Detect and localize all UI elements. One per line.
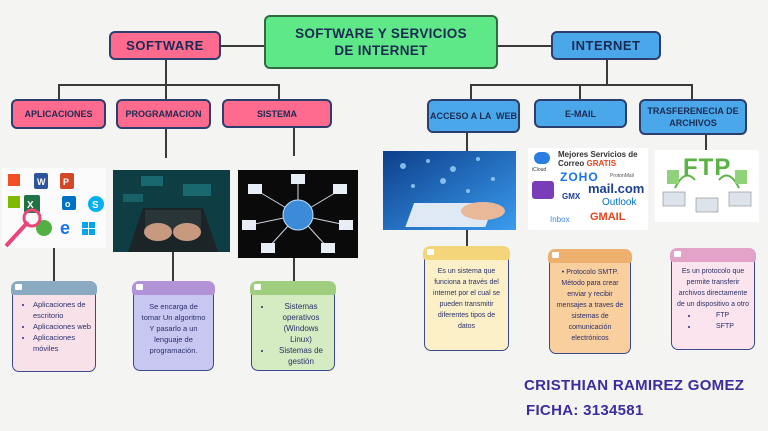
ftp-image: FTP: [655, 150, 759, 222]
svg-text:o: o: [65, 199, 71, 209]
card-transferencia: Es un protocolo que permite transferir a…: [670, 248, 756, 350]
mailcom-logo: mail.com: [588, 181, 645, 196]
connector-ftp: [691, 84, 693, 99]
protonmail-logo: ProtonMail: [610, 173, 634, 179]
outlook-logo: Outlook: [602, 197, 637, 208]
card-tab: [548, 249, 632, 263]
ftp-card-text: Es un protocolo que permite transferir a…: [677, 268, 749, 308]
connector-programacion: [165, 84, 167, 99]
gmx-logo: GMX: [562, 192, 581, 201]
connector-web-card2: [466, 230, 468, 247]
card-sistema: Sistemas operativos (Windows Linux) Sist…: [250, 281, 336, 371]
title-line-1: SOFTWARE Y SERVICIOS: [295, 26, 467, 41]
card-email: • Protocolo SMTP. Método para crear envi…: [548, 249, 632, 354]
list-item: Sistemas operativos (Windows Linux): [272, 301, 330, 345]
connector-web-card: [466, 133, 468, 151]
icloud-label: iCloud: [532, 167, 547, 173]
connector-software-down: [165, 60, 167, 84]
connector-internet-bar: [470, 84, 692, 86]
card-acceso-web: Es un sistema que funciona a través del …: [423, 246, 510, 351]
list-item: SFTP: [698, 321, 750, 332]
email-heading-accent: GRATIS: [586, 159, 617, 168]
category-aplicaciones: APLICACIONES: [11, 99, 106, 129]
web-access-image: [383, 151, 516, 230]
connector-web: [470, 84, 472, 99]
software-node: SOFTWARE: [109, 31, 221, 60]
title-line-2: DE INTERNET: [334, 43, 428, 58]
gmail-logo: GMAIL: [590, 211, 626, 223]
category-programacion: PROGRAMACION: [116, 99, 211, 129]
connector-email: [579, 84, 581, 99]
card-aplicaciones: Aplicaciones de escritorio Aplicaciones …: [11, 281, 97, 372]
category-sistema: SISTEMA: [222, 99, 332, 128]
office-apps-image: W P X o S e: [2, 168, 106, 248]
ftp-text: FTP: [683, 154, 732, 181]
svg-text:S: S: [92, 200, 99, 211]
list-item: Sistemas de gestión: [272, 345, 330, 367]
email-heading-text: Mejores Servicios de Correo: [558, 150, 638, 168]
diagram-title: SOFTWARE Y SERVICIOS DE INTERNET: [264, 15, 498, 69]
icloud-icon: [534, 152, 550, 164]
connector-ftp-card: [705, 135, 707, 150]
card-tab: [132, 281, 215, 295]
card-tab: [11, 281, 97, 295]
category-transferencia: TRASFERENECIA DE ARCHIVOS: [639, 99, 747, 135]
envelope-icon: [532, 181, 554, 199]
author-name: CRISTHIAN RAMIREZ GOMEZ: [524, 377, 745, 394]
list-item: Aplicaciones móviles: [33, 332, 91, 354]
card-tab: [250, 281, 336, 295]
connector-sistema: [278, 84, 280, 99]
connector-internet-down: [606, 60, 608, 84]
list-item: FTP: [698, 310, 750, 321]
web-text: Es un sistema que funciona a través del …: [433, 268, 500, 330]
internet-node: INTERNET: [551, 31, 661, 60]
programming-image: [113, 170, 230, 252]
connector-sistema-card2: [293, 258, 295, 282]
inbox-logo: Inbox: [550, 215, 570, 224]
connector-programacion-card2: [172, 252, 174, 282]
ficha-number: FICHA: 3134581: [526, 402, 644, 419]
card-tab: [670, 248, 756, 262]
card-programacion: Se encarga de tomar Un algoritmo Y pasar…: [132, 281, 215, 371]
email-services-image: Mejores Servicios de Correo GRATIS iClou…: [528, 148, 648, 230]
connector-title-software: [221, 45, 264, 47]
list-item: Aplicaciones web: [33, 321, 91, 332]
programacion-text: Se encarga de tomar Un algoritmo Y pasar…: [141, 302, 206, 355]
svg-text:e: e: [60, 218, 70, 238]
connector-title-internet: [498, 45, 551, 47]
list-item: Aplicaciones de escritorio: [33, 299, 91, 321]
svg-text:W: W: [37, 177, 46, 187]
card-tab: [423, 246, 510, 260]
category-acceso-web: ACCESO A LA WEB: [427, 99, 520, 133]
email-heading: Mejores Servicios de Correo GRATIS: [558, 150, 648, 168]
email-text: • Protocolo SMTP. Método para crear envi…: [556, 269, 624, 342]
category-email: E-MAIL: [534, 99, 627, 128]
zoho-logo: ZOHO: [560, 170, 599, 184]
svg-text:X: X: [27, 200, 34, 211]
svg-text:P: P: [63, 177, 69, 187]
connector-aplicaciones-card: [53, 248, 55, 283]
email-text-body: Protocolo SMTP. Método para crear enviar…: [556, 269, 624, 342]
connector-aplicaciones: [58, 84, 60, 99]
connector-software-bar: [58, 84, 279, 86]
connector-programacion-card: [165, 128, 167, 158]
connector-sistema-card: [293, 128, 295, 156]
network-image: [238, 170, 358, 258]
